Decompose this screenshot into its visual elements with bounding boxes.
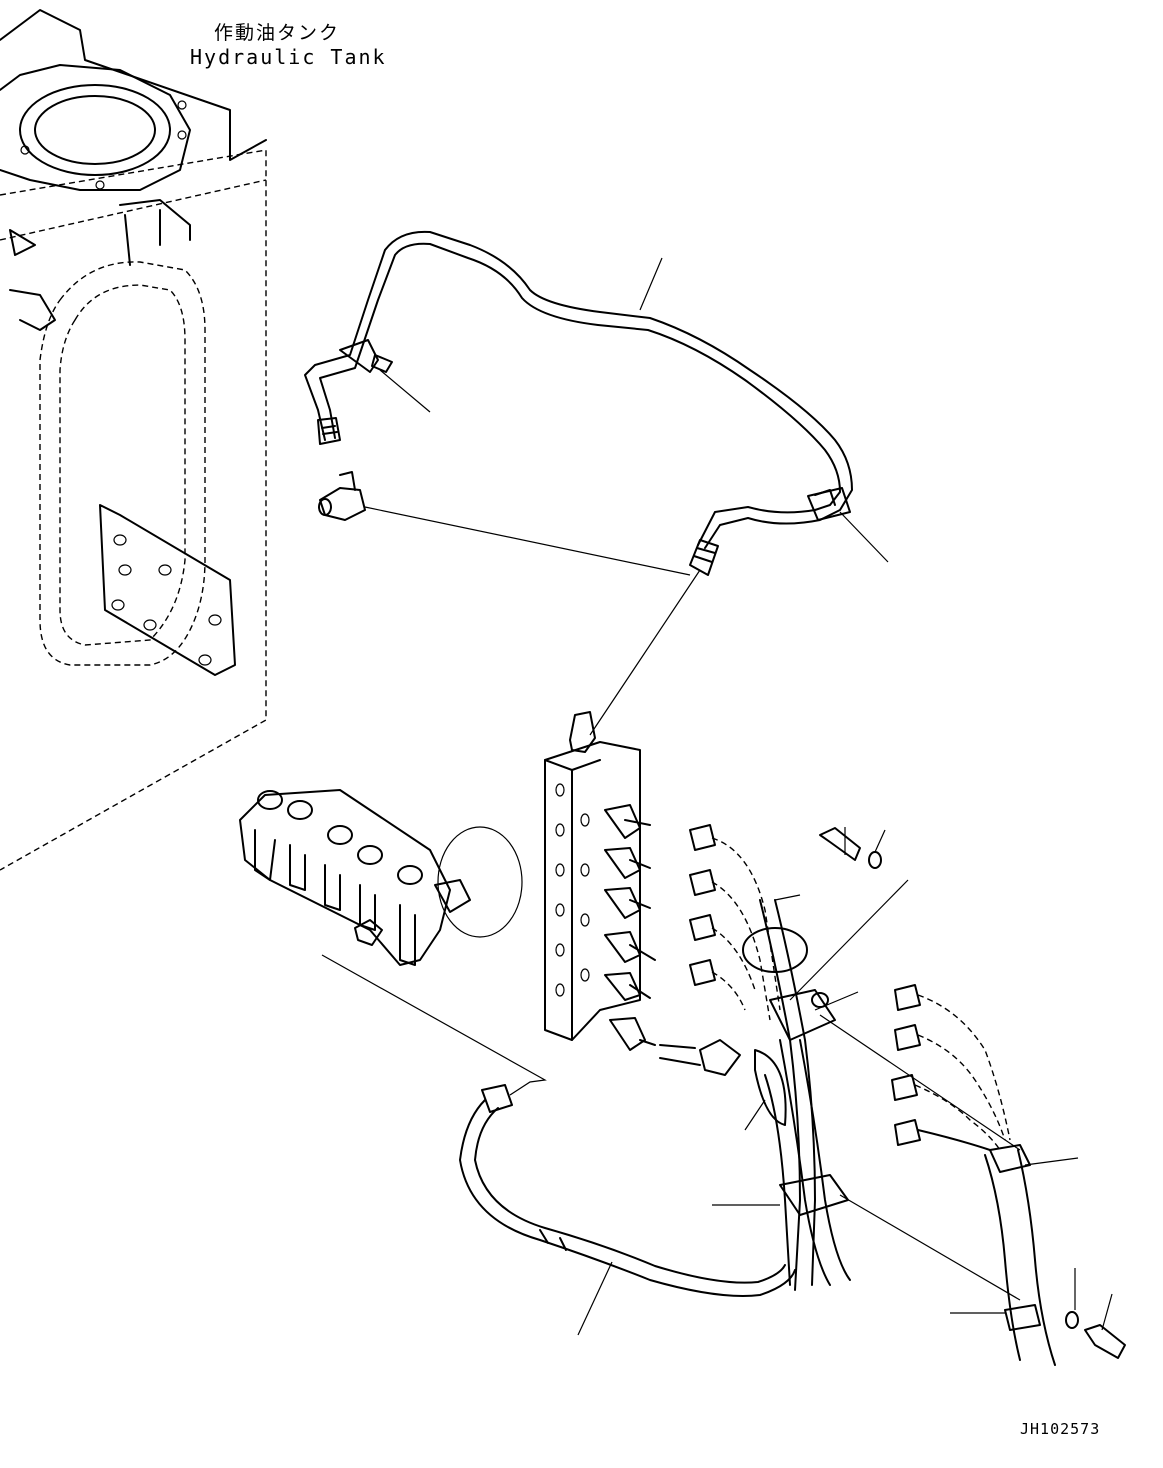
lower-left-hose xyxy=(459,1084,796,1297)
bolt-upper xyxy=(819,827,882,869)
hose-bundle xyxy=(659,899,851,1291)
hose-group-right xyxy=(891,984,1056,1366)
drawing-code: JH102573 xyxy=(1020,1420,1101,1438)
tank-label-english: Hydraulic Tank xyxy=(190,45,387,69)
tank-label-japanese: 作動油タンク xyxy=(214,22,341,44)
upper-hose xyxy=(304,230,853,576)
hose-ends-middle xyxy=(689,824,781,1021)
callout-lines xyxy=(321,257,1113,1336)
tee-fitting xyxy=(318,471,366,521)
bolt-lower xyxy=(1065,1311,1126,1359)
left-valve xyxy=(239,789,523,966)
valve-block xyxy=(544,711,656,1051)
hydraulic-tank xyxy=(0,9,267,871)
